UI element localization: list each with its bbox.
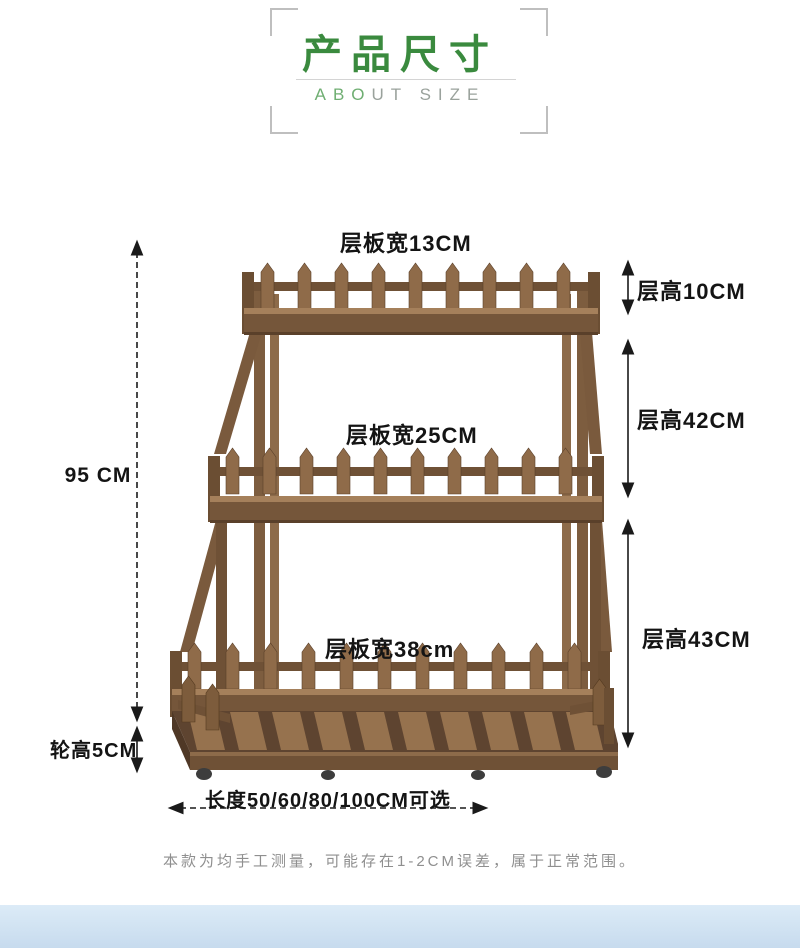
corner-bracket-bottom-right <box>520 106 548 134</box>
title-bracket-frame <box>270 8 548 134</box>
shelf-bottom-width-label: 层板宽38cm <box>325 637 455 662</box>
corner-bracket-top-left <box>270 8 298 36</box>
tier-height-middle-label: 层高42CM <box>637 408 746 433</box>
measurement-note: 本款为均手工测量，可能存在1-2CM误差，属于正常范围。 <box>162 853 637 870</box>
corner-bracket-top-right <box>520 8 548 36</box>
page-title: 产品尺寸 <box>302 33 498 77</box>
subtitle-accent: ABO <box>314 85 372 104</box>
wheel-height-label: 轮高5CM <box>50 740 138 762</box>
tier-middle <box>208 447 604 699</box>
page-subtitle: ABOUT SIZE <box>0 85 800 105</box>
title-divider <box>296 79 516 80</box>
wheels <box>196 766 612 780</box>
tier-top <box>242 262 600 335</box>
subtitle-rest: UT SIZE <box>371 85 486 104</box>
corner-fences <box>178 675 614 744</box>
tier-height-top-label: 层高10CM <box>637 279 746 304</box>
tier-height-bottom-label: 层高43CM <box>642 627 751 652</box>
product-illustration <box>170 262 618 780</box>
dimension-arrows <box>130 239 635 815</box>
shelf-top-width-label: 层板宽13CM <box>340 231 472 256</box>
length-options-label: 长度50/60/80/100CM可选 <box>205 790 451 812</box>
corner-bracket-bottom-left <box>270 106 298 134</box>
shelf-middle-width-label: 层板宽25CM <box>346 423 478 448</box>
bottom-blue-bar <box>0 905 800 948</box>
tier-bottom <box>170 642 610 717</box>
total-height-label: 95 CM <box>64 464 132 487</box>
